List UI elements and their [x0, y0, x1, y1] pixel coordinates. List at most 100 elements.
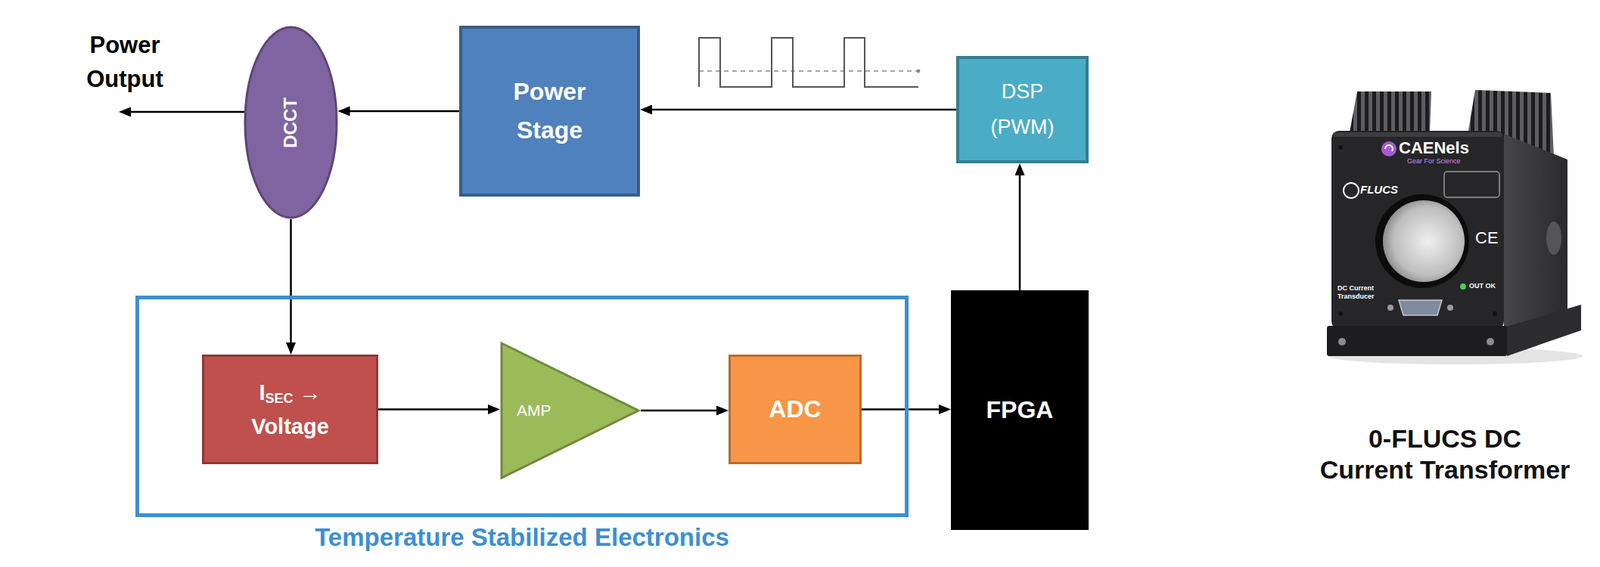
- photo-caption: 0-FLUCS DC Current Transformer: [1320, 423, 1571, 486]
- signal-arrow: [378, 408, 494, 411]
- output-label: Power Output: [86, 28, 164, 97]
- pwm-baseline-end: [916, 69, 921, 74]
- text-run: CAENels: [1398, 138, 1470, 158]
- text-run: Electronics: [594, 523, 730, 552]
- text-run: DCCT: [279, 97, 301, 149]
- housing-edge: [1332, 132, 1503, 137]
- text-run: DC: [1484, 424, 1522, 454]
- housing-front: [1331, 130, 1504, 330]
- brand-label: CAENels: [1398, 138, 1470, 158]
- text-run: [1483, 282, 1486, 290]
- block-text: ADC: [768, 394, 821, 424]
- screw: [1492, 311, 1498, 317]
- text-run: [464, 523, 472, 552]
- aperture-ring: [1375, 194, 1470, 289]
- triangle-fill: [501, 343, 639, 479]
- base-plate: [1326, 326, 1507, 357]
- text-run: [1434, 157, 1437, 165]
- brand-logo: [1381, 141, 1397, 157]
- status-label: OUT OK: [1469, 282, 1496, 291]
- text-run: Voltage: [251, 414, 330, 439]
- region-heading: Temperature Stabilized Electronics: [139, 522, 905, 554]
- text-run: AMP: [516, 401, 552, 420]
- text-run: Transformer: [1419, 455, 1570, 485]
- dcct-text: DCCT: [279, 97, 302, 149]
- screw: [1486, 338, 1495, 346]
- text-run: DSP: [1001, 80, 1044, 103]
- text-run: Science: [1436, 157, 1461, 165]
- text-run: CE: [1475, 228, 1499, 248]
- label-plate: [1444, 171, 1500, 198]
- base-side: [1503, 304, 1582, 357]
- signal-arrow: [861, 408, 945, 411]
- ellipse-fill: [245, 27, 337, 218]
- text-run: [587, 523, 595, 552]
- housing-label: DC Current Transducer: [1337, 284, 1375, 302]
- text-run: OK: [1485, 282, 1497, 290]
- d-sub-connector: [1398, 300, 1442, 316]
- signal-arrow: [646, 108, 957, 112]
- screw: [1387, 304, 1394, 311]
- signal-arrow: [344, 110, 460, 113]
- text-run: 0-FLUCS: [1368, 424, 1478, 454]
- text-run: Stage: [516, 116, 583, 144]
- block-text: DSP (PWM): [991, 74, 1055, 147]
- amplifier-triangle: AMP: [500, 341, 641, 480]
- power-stage-box: Power Stage: [459, 25, 640, 197]
- block-text: FPGA: [986, 395, 1054, 425]
- output-arrow: [124, 111, 245, 114]
- tagline-label: Gear For Science: [1407, 158, 1461, 166]
- aperture: [1382, 200, 1465, 283]
- text-run: [1412, 455, 1420, 485]
- brand-logo-mark: [1385, 145, 1393, 152]
- edge-group: [291, 109, 1021, 411]
- text-run: [292, 380, 299, 405]
- dsp-box: DSP (PWM): [956, 55, 1089, 164]
- signal-arrow: [640, 410, 723, 413]
- text-run: Transducer: [1337, 292, 1375, 301]
- text-run: [1422, 157, 1425, 165]
- signal-arrow: [1019, 169, 1022, 291]
- text-run: Power: [89, 31, 160, 59]
- text-run: FPGA: [986, 396, 1054, 424]
- heat-sink: [1349, 91, 1432, 134]
- text-run: FLUCS: [1360, 183, 1399, 196]
- text-run: Current: [1320, 455, 1414, 485]
- text-run: [1347, 284, 1350, 293]
- adc-box: ADC: [728, 354, 862, 465]
- text-run: [1477, 424, 1485, 454]
- screw: [1338, 311, 1343, 317]
- fpga-box: FPGA: [950, 290, 1089, 531]
- pwm-baseline: [699, 70, 917, 72]
- status-led: [1460, 283, 1467, 290]
- block-text: AMP: [516, 400, 552, 420]
- converter-box: ISEC → Voltage: [201, 354, 379, 465]
- screw: [1447, 304, 1454, 311]
- text-run: Power: [512, 77, 586, 106]
- product-logo: FLUCS: [1360, 183, 1399, 197]
- signal-arrow: [289, 219, 293, 349]
- text-run: I: [258, 380, 265, 405]
- text-run: Output: [86, 65, 164, 93]
- screw: [1338, 338, 1346, 346]
- product-logo-ring: [1343, 183, 1359, 199]
- text-run: →: [299, 380, 322, 405]
- screw: [1338, 145, 1343, 150]
- text-run: OUT: [1469, 282, 1484, 290]
- dcct-ellipse: DCCT: [243, 25, 339, 220]
- subscript-run: SEC: [265, 390, 294, 406]
- pwm-waveform: [699, 37, 919, 87]
- block-text: ISEC → Voltage: [251, 375, 330, 445]
- housing-side: [1503, 133, 1568, 337]
- text-run: Gear: [1407, 157, 1423, 165]
- block-text: Power Stage: [512, 72, 586, 150]
- ce-mark: CE: [1475, 229, 1499, 248]
- text-run: For: [1424, 157, 1436, 165]
- text-run: Stabilized: [471, 523, 588, 552]
- text-run: DC: [1337, 284, 1348, 293]
- text-run: ADC: [768, 395, 821, 423]
- temperature-stabilized-region: Temperature Stabilized ElectronicsISEC →…: [135, 295, 909, 518]
- side-badge: [1546, 221, 1562, 255]
- dcct-photo: [1326, 86, 1585, 367]
